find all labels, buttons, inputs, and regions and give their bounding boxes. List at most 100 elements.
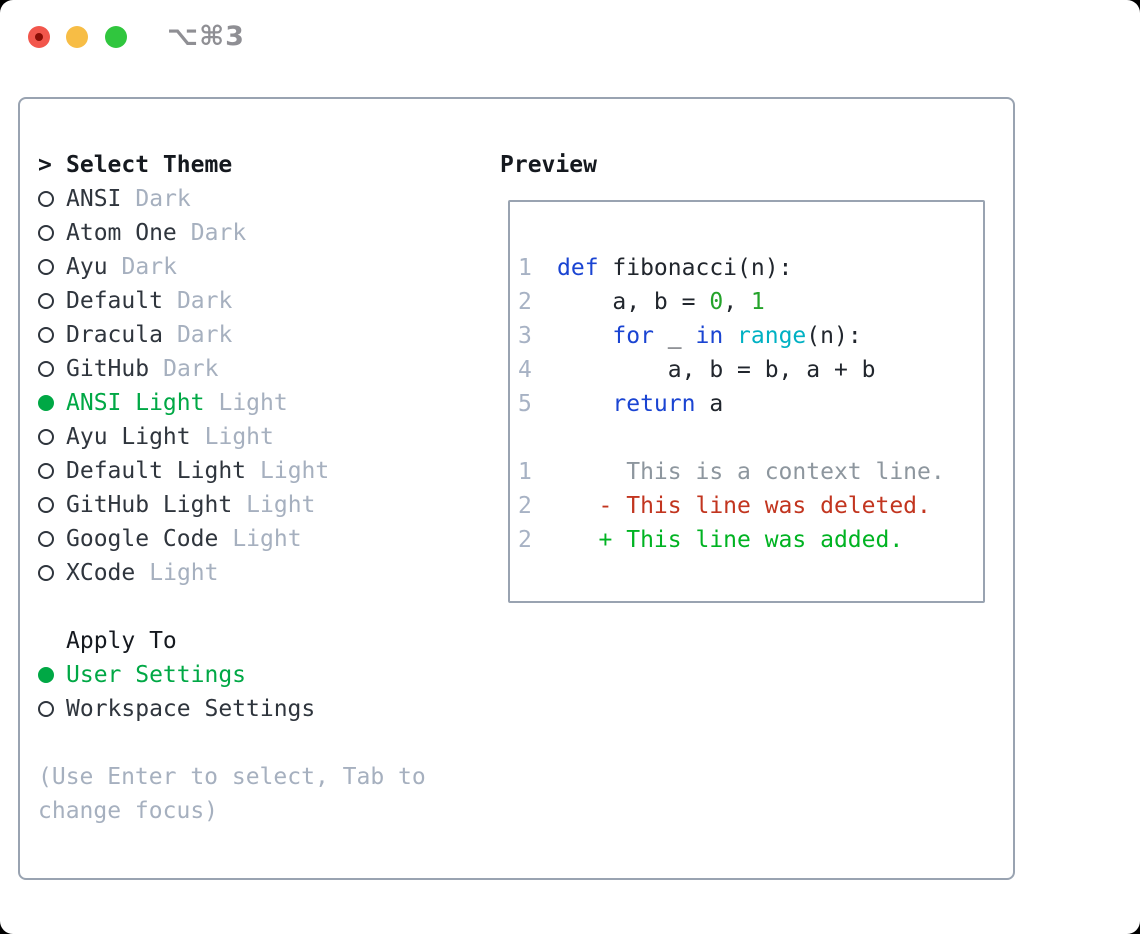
- radio-icon: [38, 293, 54, 309]
- code-line-3: 3 for _ in range(n):: [518, 319, 983, 353]
- option-label: Atom One: [66, 220, 177, 246]
- theme-option-ayu-light[interactable]: Ayu Light Light: [38, 420, 478, 454]
- caret-icon: >: [38, 152, 52, 178]
- radio-icon: [38, 531, 54, 547]
- line-number: 5: [518, 391, 532, 417]
- minimize-button[interactable]: [66, 26, 88, 48]
- close-button[interactable]: [28, 26, 50, 48]
- theme-option-github[interactable]: GitHub Dark: [38, 352, 478, 386]
- option-variant-label: Dark: [135, 186, 191, 212]
- option-variant-label: Dark: [176, 322, 233, 348]
- theme-option-google-code[interactable]: Google Code Light: [38, 522, 478, 556]
- line-content: return a: [612, 391, 724, 417]
- radio-icon: [38, 225, 54, 241]
- line-content: def fibonacci(n):: [557, 255, 793, 281]
- apply-option-workspace-settings[interactable]: Workspace Settings: [38, 692, 478, 726]
- line-number: 3: [518, 323, 532, 349]
- titlebar: ⌥⌘3: [0, 0, 1140, 74]
- diff-line-added: 2 + This line was added.: [518, 523, 983, 557]
- option-variant-label: Dark: [176, 288, 233, 314]
- preview-header: Preview: [500, 148, 1015, 182]
- apply-to-header: Apply To: [38, 624, 478, 658]
- option-variant-label: Light: [246, 492, 316, 518]
- preview-title: Preview: [500, 152, 597, 178]
- option-label: Workspace Settings: [66, 696, 316, 722]
- window-title: ⌥⌘3: [167, 21, 245, 52]
- option-label: XCode: [66, 560, 136, 586]
- option-label: GitHub: [66, 356, 150, 382]
- radio-icon: [38, 259, 54, 275]
- theme-option-dracula[interactable]: Dracula Dark: [38, 318, 478, 352]
- line-number: 2: [518, 289, 532, 315]
- theme-option-ayu[interactable]: Ayu Dark: [38, 250, 478, 284]
- blank-line: [518, 421, 983, 455]
- line-content: + This line was added.: [557, 527, 904, 553]
- hint-line-2: change focus): [38, 798, 219, 824]
- select-theme-header: > Select Theme: [38, 148, 478, 182]
- option-label: Default Light: [66, 458, 247, 484]
- option-variant-label: Light: [218, 390, 288, 416]
- code-line-2: 2 a, b = 0, 1: [518, 285, 983, 319]
- theme-option-github-light[interactable]: GitHub Light Light: [38, 488, 478, 522]
- radio-icon: [38, 429, 54, 445]
- option-label: Ayu: [66, 254, 108, 280]
- hint-line-1: (Use Enter to select, Tab to: [38, 764, 426, 790]
- theme-option-ansi[interactable]: ANSI Dark: [38, 182, 478, 216]
- diff-line-deleted: 2 - This line was deleted.: [518, 489, 983, 523]
- zoom-button[interactable]: [105, 26, 127, 48]
- select-theme-title: Select Theme: [66, 152, 233, 178]
- theme-option-xcode[interactable]: XCode Light: [38, 556, 478, 590]
- theme-option-default[interactable]: Default Dark: [38, 284, 478, 318]
- option-label: ANSI Light: [66, 390, 205, 416]
- code-line-4: 4 a, b = b, a + b: [518, 353, 983, 387]
- apply-option-user-settings[interactable]: User Settings: [38, 658, 478, 692]
- option-label: GitHub Light: [66, 492, 233, 518]
- option-label: Dracula: [66, 322, 163, 348]
- line-number: 4: [518, 357, 532, 383]
- line-content: - This line was deleted.: [557, 493, 931, 519]
- radio-icon: [38, 565, 54, 581]
- apply-to-title: Apply To: [66, 628, 177, 654]
- option-label: Ayu Light: [66, 424, 191, 450]
- spacer-row: [38, 590, 478, 624]
- radio-icon: [38, 191, 54, 207]
- line-number: 2: [518, 527, 532, 553]
- line-content: for _ in range(n):: [612, 323, 862, 349]
- selected-radio-icon: [38, 667, 54, 683]
- option-label: User Settings: [66, 662, 247, 688]
- option-label: Default: [66, 288, 163, 314]
- option-variant-label: Dark: [163, 356, 219, 382]
- radio-icon: [38, 701, 54, 717]
- cursor-marker: >: [38, 148, 66, 182]
- option-label: ANSI: [66, 186, 122, 212]
- theme-option-atom-one[interactable]: Atom One Dark: [38, 216, 478, 250]
- radio-icon: [38, 327, 54, 343]
- line-number: 1: [518, 459, 532, 485]
- line-content: a, b = b, a + b: [557, 357, 876, 383]
- line-number: 1: [518, 255, 532, 281]
- diff-line-context: 1 This is a context line.: [518, 455, 983, 489]
- option-variant-label: Light: [204, 424, 274, 450]
- option-variant-label: Light: [149, 560, 219, 586]
- radio-icon: [38, 497, 54, 513]
- line-content: a, b = 0, 1: [557, 289, 765, 315]
- selected-radio-icon: [38, 395, 54, 411]
- option-variant-label: Dark: [121, 254, 177, 280]
- code-line-1: 1 def fibonacci(n):: [518, 251, 983, 285]
- option-label: Google Code: [66, 526, 219, 552]
- radio-icon: [38, 361, 54, 377]
- spacer-row: [38, 726, 478, 760]
- code-line-5: 5 return a: [518, 387, 983, 421]
- option-variant-label: Light: [232, 526, 302, 552]
- option-variant-label: Dark: [190, 220, 247, 246]
- theme-option-ansi-light[interactable]: ANSI Light Light: [38, 386, 478, 420]
